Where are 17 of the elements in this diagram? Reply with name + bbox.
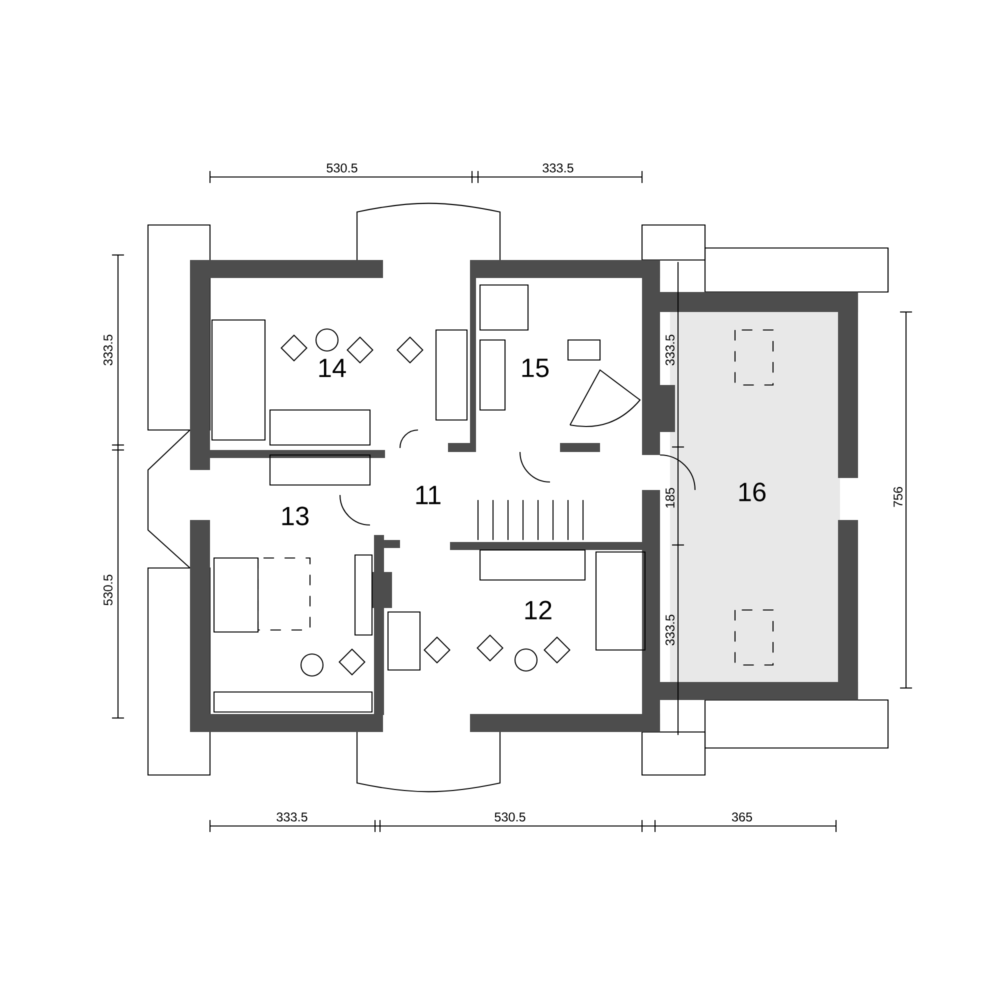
dimension-label: 530.5 <box>494 812 526 822</box>
room-number: 12 <box>525 600 552 620</box>
dimension-label: 333.5 <box>542 163 574 172</box>
dimension-label: 365 <box>732 812 752 822</box>
dimension-label: 333.5 <box>276 812 308 822</box>
dimension-label: 333.5 <box>103 334 112 366</box>
room-number: 14 <box>319 358 346 378</box>
dimension-label: 333.5 <box>666 614 674 646</box>
room-number: 15 <box>522 358 549 378</box>
dimension-label: 333.5 <box>666 334 674 366</box>
room-number: 13 <box>282 506 308 526</box>
dimension-label: 530.5 <box>326 163 358 172</box>
dimension-label: 530.5 <box>103 574 112 606</box>
room-number: 11 <box>416 486 440 504</box>
dimension-label: 756 <box>894 486 902 507</box>
dimension-label: 185 <box>666 488 674 508</box>
room-number: 16 <box>739 482 766 502</box>
